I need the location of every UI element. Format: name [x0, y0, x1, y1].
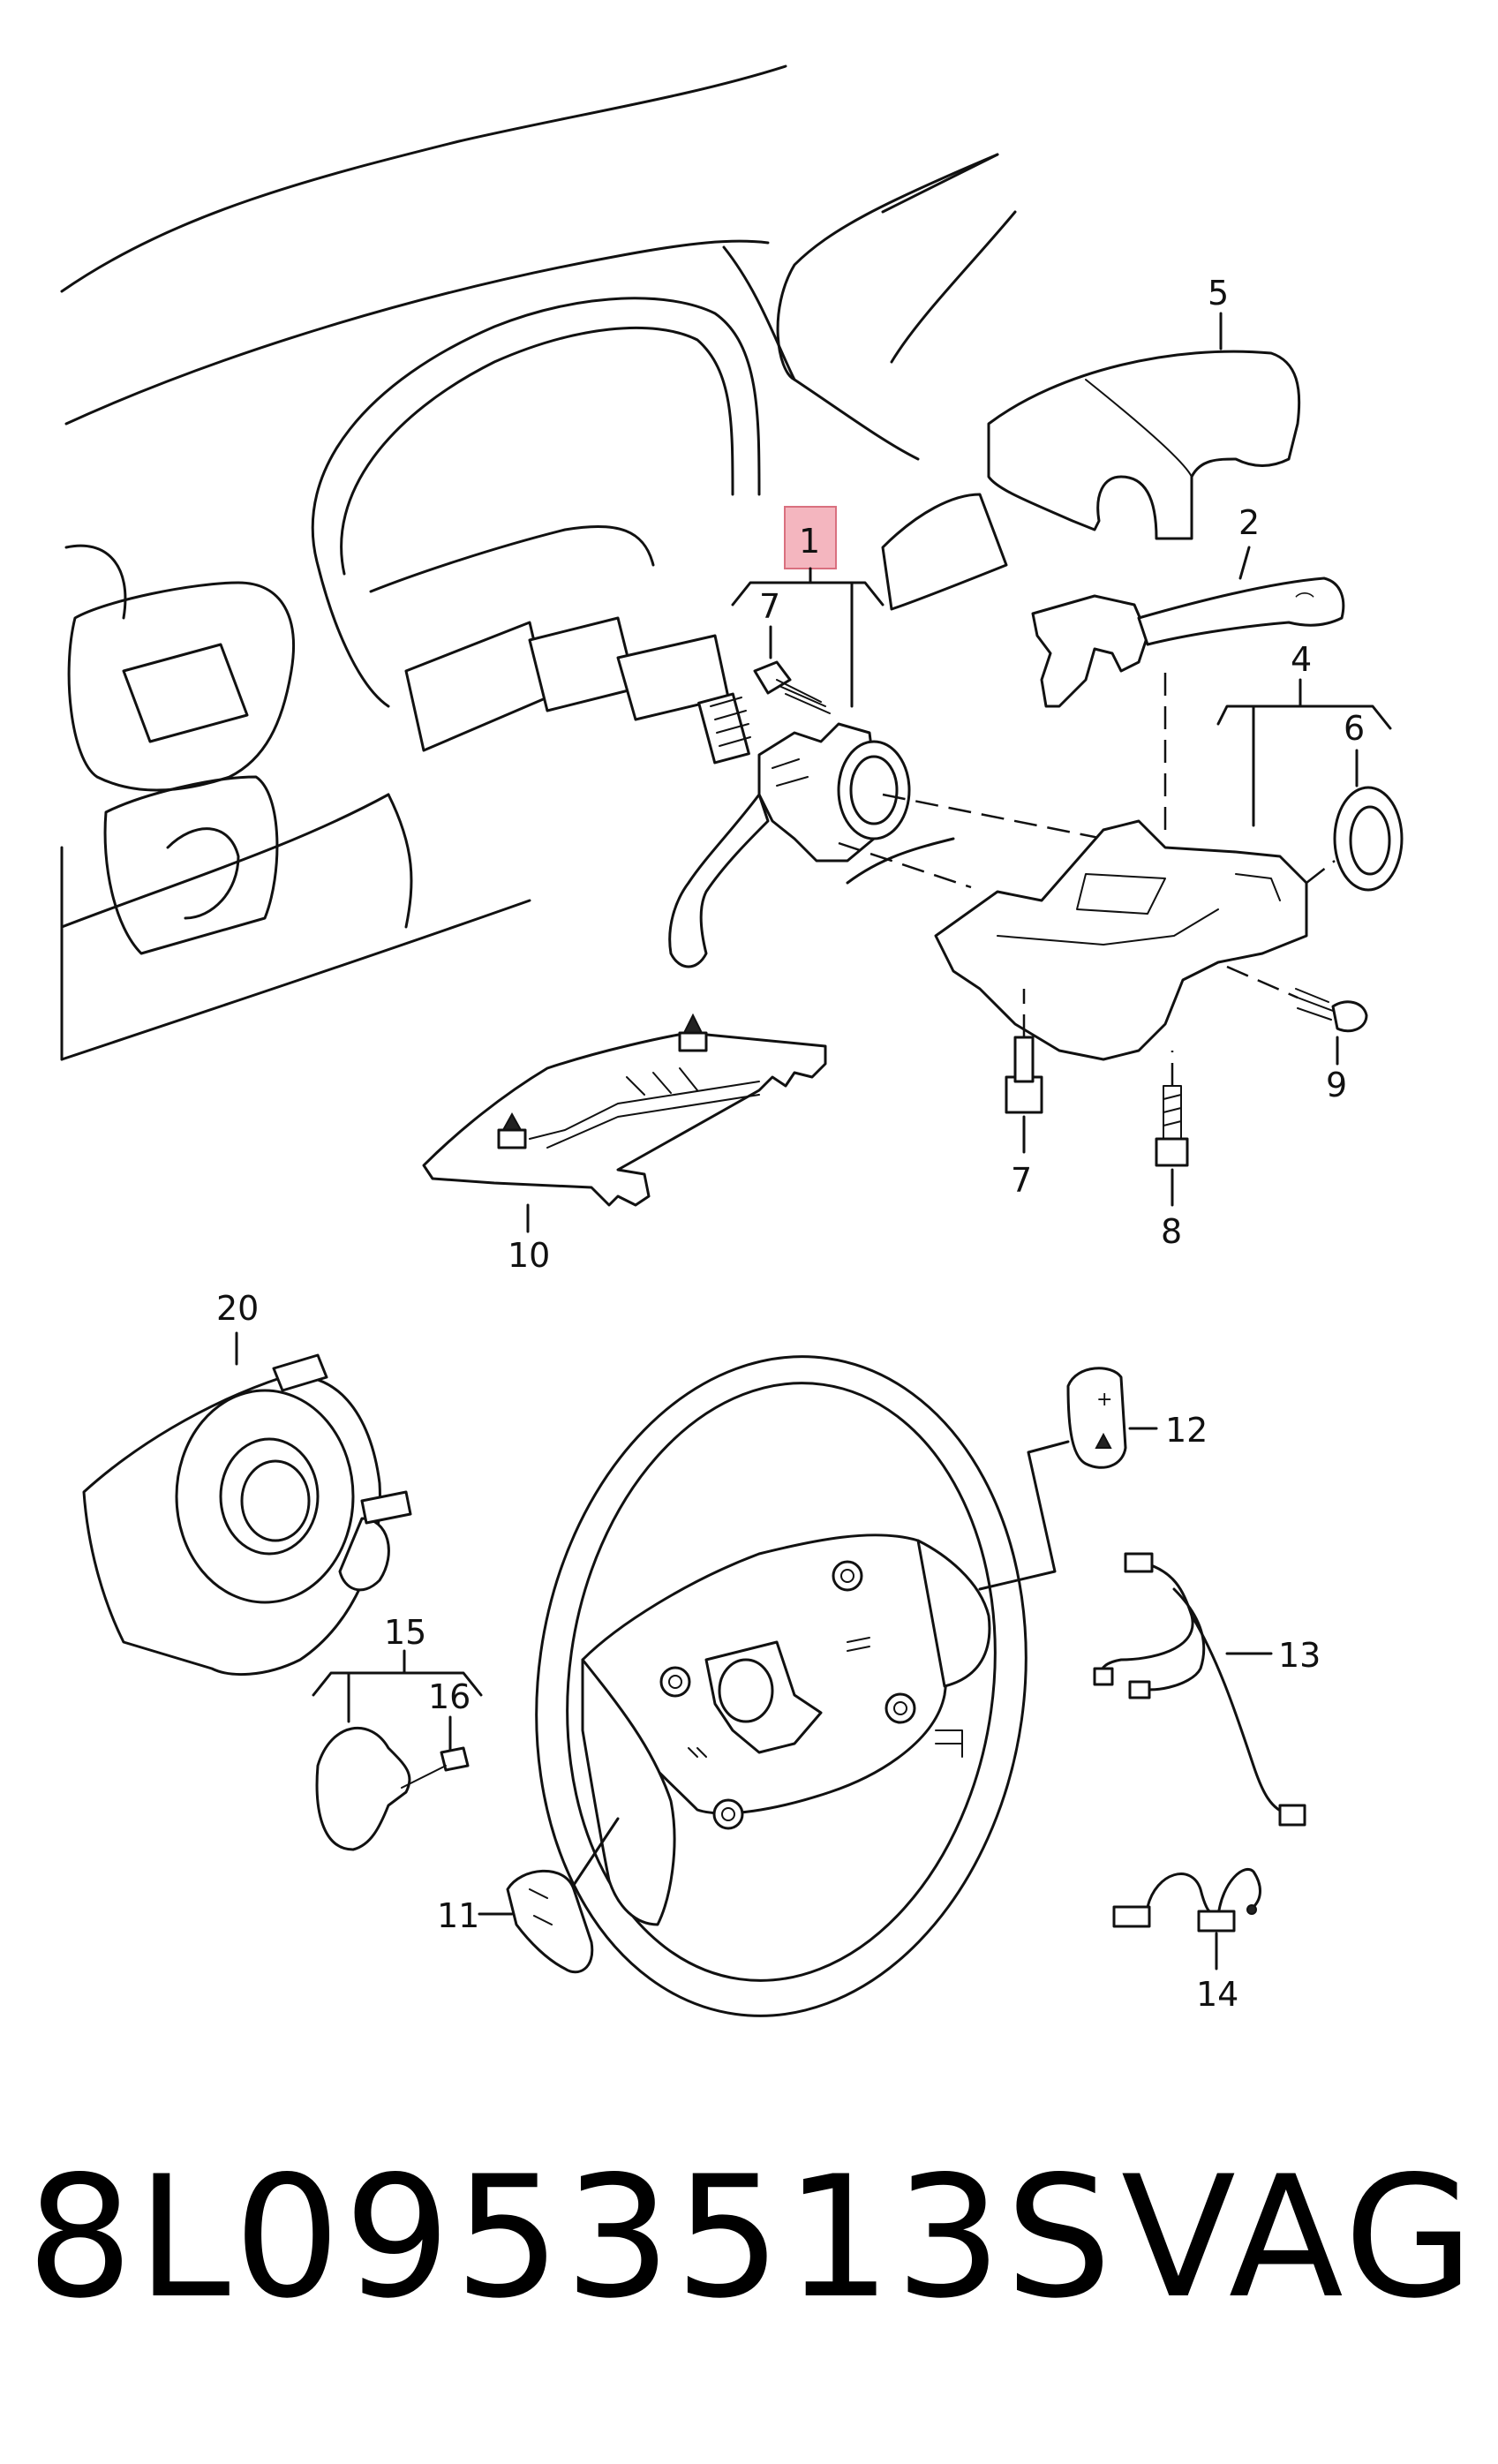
- part-20-clock-spring: 20: [82, 1289, 412, 1676]
- part-10-bracket: 10: [422, 1013, 827, 1275]
- callout-16: 16: [428, 1677, 470, 1716]
- callout-7-top: 7: [759, 587, 780, 626]
- part-2-wiper-switch: ⌒ 2: [1031, 503, 1345, 708]
- bracket-1: [731, 581, 884, 607]
- plus-icon: +: [1096, 1389, 1112, 1411]
- callout-10: 10: [508, 1236, 550, 1275]
- dashboard-outline: [60, 64, 1017, 1061]
- part-7-8-bolts: 7 8: [1005, 989, 1189, 1251]
- steering-wheel: [535, 1355, 1070, 2017]
- callout-1-highlight: [784, 506, 837, 569]
- callout-20: 20: [216, 1289, 259, 1328]
- part-14-connector-cable: 14: [1112, 1868, 1261, 2014]
- callout-4: 4: [1291, 640, 1312, 679]
- bracket-15: [312, 1671, 483, 1697]
- part-1-combination-switch: 1 7: [668, 506, 1148, 968]
- callout-6: 6: [1344, 709, 1365, 748]
- part-11-left-button: 11: [437, 1869, 594, 1974]
- callout-8: 8: [1161, 1212, 1182, 1251]
- arrow-up-icon: [1095, 1432, 1112, 1449]
- callout-12: 12: [1165, 1411, 1208, 1450]
- part-6-ring: 6: [1306, 709, 1404, 892]
- callout-1: 1: [799, 522, 820, 561]
- part-4-lower-shroud: 4 9: [934, 640, 1392, 1104]
- part-5-upper-shroud: 5: [987, 274, 1301, 540]
- callout-2: 2: [1238, 503, 1260, 542]
- part-12-right-button: + 12: [1066, 1367, 1208, 1469]
- callout-9: 9: [1326, 1066, 1347, 1104]
- part-13-wiring-harness: 13: [1093, 1552, 1321, 1827]
- leader-2: [1238, 546, 1251, 580]
- callout-7-bottom: 7: [1011, 1161, 1032, 1200]
- wiper-symbol-icon: ⌒: [1295, 592, 1314, 614]
- callout-15: 15: [384, 1613, 426, 1652]
- part-number-label: 8L0953513S: [26, 2140, 1116, 2335]
- part-15-16-horn: 15 16: [312, 1613, 483, 1851]
- callout-11: 11: [437, 1896, 479, 1935]
- callout-14: 14: [1196, 1975, 1238, 2014]
- brand-label: VAG: [1121, 2140, 1478, 2335]
- callout-13: 13: [1278, 1636, 1321, 1675]
- callout-5: 5: [1208, 274, 1229, 313]
